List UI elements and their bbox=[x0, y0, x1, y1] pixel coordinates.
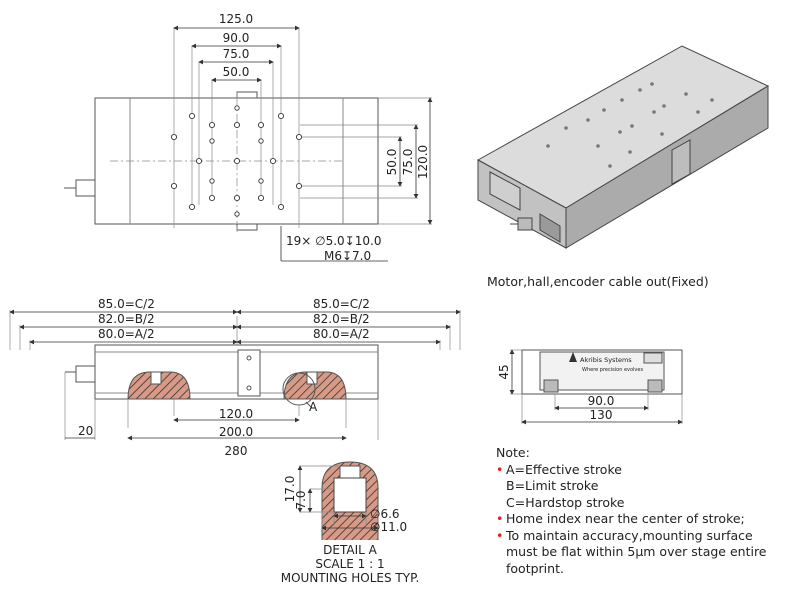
svg-text:45: 45 bbox=[497, 364, 511, 379]
top-view-dimensions: 125.0 90.0 75.0 50.0 50.0 75.0 120.0 19×… bbox=[219, 12, 430, 263]
svg-text:∅11.0: ∅11.0 bbox=[370, 520, 407, 534]
mounting-holes bbox=[170, 105, 303, 217]
bullet-icon: • bbox=[496, 527, 504, 543]
svg-text:90.0: 90.0 bbox=[223, 31, 250, 45]
svg-text:75.0: 75.0 bbox=[401, 149, 415, 176]
svg-text:85.0=C/2: 85.0=C/2 bbox=[98, 297, 155, 311]
detail-a-title: DETAIL A SCALE 1 : 1 MOUNTING HOLES TYP. bbox=[280, 543, 420, 585]
svg-text:82.0=B/2: 82.0=B/2 bbox=[98, 312, 155, 326]
svg-text:120.0: 120.0 bbox=[219, 407, 253, 421]
brand-logo-icon bbox=[569, 352, 577, 362]
svg-text:80.0=A/2: 80.0=A/2 bbox=[313, 327, 370, 341]
iso-side-face bbox=[565, 85, 769, 249]
cable-connector-top bbox=[75, 179, 96, 197]
brand-tagline: Where precision evolves bbox=[582, 367, 643, 373]
hole-callout: 19× ∅5.0↧10.0 bbox=[286, 234, 381, 248]
svg-text:75.0: 75.0 bbox=[223, 47, 250, 61]
svg-text:∅6.6: ∅6.6 bbox=[370, 507, 400, 521]
svg-text:90.0: 90.0 bbox=[588, 394, 615, 408]
side-view bbox=[9, 309, 461, 441]
side-view-dimensions: 85.0=C/2 82.0=B/2 80.0=A/2 85.0=C/2 82.0… bbox=[78, 297, 370, 458]
svg-text:200.0: 200.0 bbox=[219, 425, 253, 439]
cable-out-caption: Motor,hall,encoder cable out(Fixed) bbox=[487, 274, 709, 289]
svg-text:280: 280 bbox=[225, 444, 248, 458]
notes-block: Note: •A=Effective stroke B=Limit stroke… bbox=[496, 445, 781, 577]
section-hole-left bbox=[127, 371, 191, 400]
iso-holes bbox=[546, 82, 714, 168]
svg-text:50.0: 50.0 bbox=[385, 149, 399, 176]
svg-text:85.0=C/2: 85.0=C/2 bbox=[313, 297, 370, 311]
svg-text:20: 20 bbox=[78, 424, 93, 438]
isometric-view bbox=[476, 45, 770, 249]
svg-text:82.0=B/2: 82.0=B/2 bbox=[313, 312, 370, 326]
svg-text:50.0: 50.0 bbox=[223, 65, 250, 79]
svg-text:17.0: 17.0 bbox=[283, 476, 297, 503]
detail-a bbox=[297, 461, 379, 540]
bullet-icon: • bbox=[496, 461, 504, 477]
end-view-labels: Akribis Systems Where precision evolves … bbox=[497, 356, 643, 422]
svg-text:7.0: 7.0 bbox=[294, 490, 308, 509]
top-view bbox=[64, 25, 433, 262]
svg-text:M6↧7.0: M6↧7.0 bbox=[324, 249, 371, 263]
svg-text:130: 130 bbox=[590, 408, 613, 422]
notes-title: Note: bbox=[496, 445, 530, 460]
end-view bbox=[509, 349, 683, 425]
bullet-icon: • bbox=[496, 511, 504, 526]
svg-text:125.0: 125.0 bbox=[219, 12, 253, 26]
svg-text:120.0: 120.0 bbox=[416, 145, 430, 179]
detail-marker: A bbox=[309, 400, 318, 414]
detail-a-dimensions: 17.0 7.0 ∅6.6 ∅11.0 bbox=[283, 476, 407, 534]
brand-name: Akribis Systems bbox=[580, 356, 632, 364]
svg-text:80.0=A/2: 80.0=A/2 bbox=[98, 327, 155, 341]
